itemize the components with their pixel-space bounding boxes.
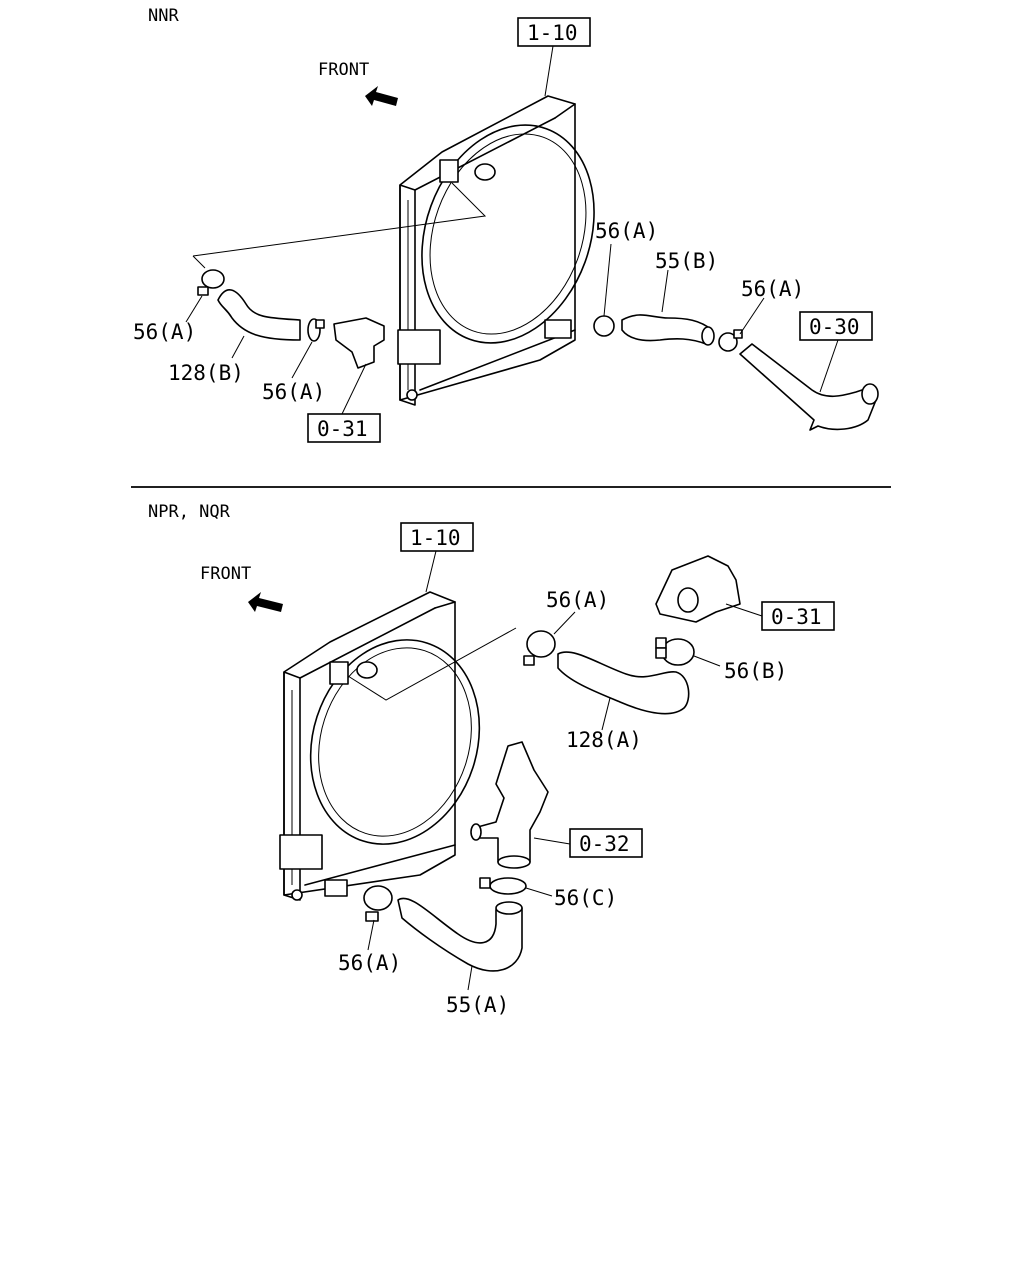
svg-text:1-10: 1-10 — [410, 526, 461, 550]
hose-clamp — [197, 269, 225, 296]
ref-box: 0-32 — [569, 828, 643, 858]
radiator — [279, 591, 481, 901]
hose-clamp — [655, 637, 695, 666]
water-pipe-0-30 — [739, 343, 877, 431]
hose-clamp — [363, 885, 393, 922]
svg-text:0-32: 0-32 — [579, 832, 630, 856]
part-label: 56(B) — [724, 659, 787, 683]
section-heading: NPR, NQR — [148, 502, 231, 522]
part-label: 56(A) — [741, 277, 804, 301]
ref-box: 1-10 — [400, 522, 474, 552]
front-arrow-icon — [365, 86, 398, 106]
water-outlet-0-32 — [473, 741, 549, 868]
front-indicator: FRONT — [318, 60, 398, 106]
section-npr-nqr: NPR, NQR FRONT — [148, 502, 835, 1017]
part-label: 55(B) — [655, 249, 718, 273]
radiator-hose-128b — [217, 289, 301, 341]
part-label: 56(A) — [262, 380, 325, 404]
ref-box: 0-30 — [799, 311, 873, 341]
front-label: FRONT — [318, 60, 369, 80]
hose-clamp — [479, 877, 527, 895]
ref-box: 0-31 — [307, 413, 381, 443]
radiator-hose-128a — [557, 651, 690, 715]
svg-text:0-31: 0-31 — [771, 605, 822, 629]
section-nnr: NNR FRONT — [133, 6, 879, 443]
radiator — [397, 95, 595, 406]
part-label: 55(A) — [446, 993, 509, 1017]
part-label: 56(A) — [595, 219, 658, 243]
ref-box: 1-10 — [517, 17, 591, 47]
part-label: 56(C) — [554, 886, 617, 910]
front-indicator: FRONT — [200, 564, 283, 612]
part-label: 56(A) — [546, 588, 609, 612]
section-heading: NNR — [148, 6, 179, 26]
thermostat-housing — [655, 555, 741, 623]
svg-text:1-10: 1-10 — [527, 21, 578, 45]
part-label: 128(B) — [168, 361, 244, 385]
hose-clamp — [523, 630, 556, 666]
front-arrow-icon — [248, 592, 283, 612]
hose-clamp — [307, 318, 325, 342]
part-label: 56(A) — [338, 951, 401, 975]
front-label: FRONT — [200, 564, 251, 584]
part-label: 128(A) — [566, 728, 642, 752]
hose-clamp — [718, 329, 743, 352]
svg-text:0-31: 0-31 — [317, 417, 368, 441]
hose-clamp — [593, 315, 615, 337]
svg-text:0-30: 0-30 — [809, 315, 860, 339]
thermostat-outlet — [333, 317, 385, 369]
radiator-hose-55b — [621, 314, 713, 345]
ref-box: 0-31 — [761, 601, 835, 631]
part-label: 56(A) — [133, 320, 196, 344]
